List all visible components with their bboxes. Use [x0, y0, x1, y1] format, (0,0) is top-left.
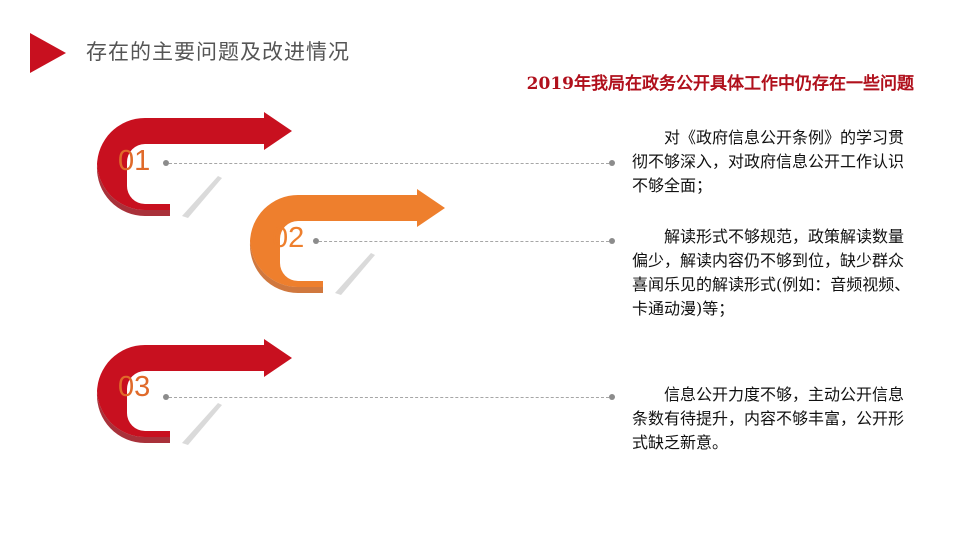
- leader-dot-right-01: [609, 160, 615, 166]
- leader-dot-right-02: [609, 238, 615, 244]
- item-number-03: 03: [118, 371, 151, 403]
- section-subtitle: 2019年我局在政务公开具体工作中仍存在一些问题: [526, 74, 914, 94]
- item-description-01: 对《政府信息公开条例》的学习贯彻不够深入，对政府信息公开工作认识不够全面；: [632, 128, 905, 195]
- header-triangle-icon: [30, 33, 66, 73]
- page-title: 存在的主要问题及改进情况: [86, 40, 350, 64]
- leader-dot-left-03: [163, 394, 169, 400]
- item-number-01: 01: [118, 145, 151, 177]
- u-turn-arrow-icon-02: [249, 189, 445, 295]
- u-turn-arrow-icon-03: [96, 339, 292, 445]
- leader-dot-right-03: [609, 394, 615, 400]
- item-description-02: 解读形式不够规范，政策解读数量偏少，解读内容仍不够到位，缺少群众喜闻乐见的解读形…: [632, 227, 911, 318]
- leader-line-01: [169, 163, 609, 164]
- leader-line-02: [319, 241, 609, 242]
- item-number-02: 02: [272, 222, 305, 254]
- u-turn-arrow-icon-01: [96, 112, 292, 218]
- leader-line-03: [169, 397, 609, 398]
- leader-dot-left-02: [313, 238, 319, 244]
- item-description-03: 信息公开力度不够，主动公开信息条数有待提升，内容不够丰富，公开形式缺乏新意。: [632, 385, 905, 452]
- leader-dot-left-01: [163, 160, 169, 166]
